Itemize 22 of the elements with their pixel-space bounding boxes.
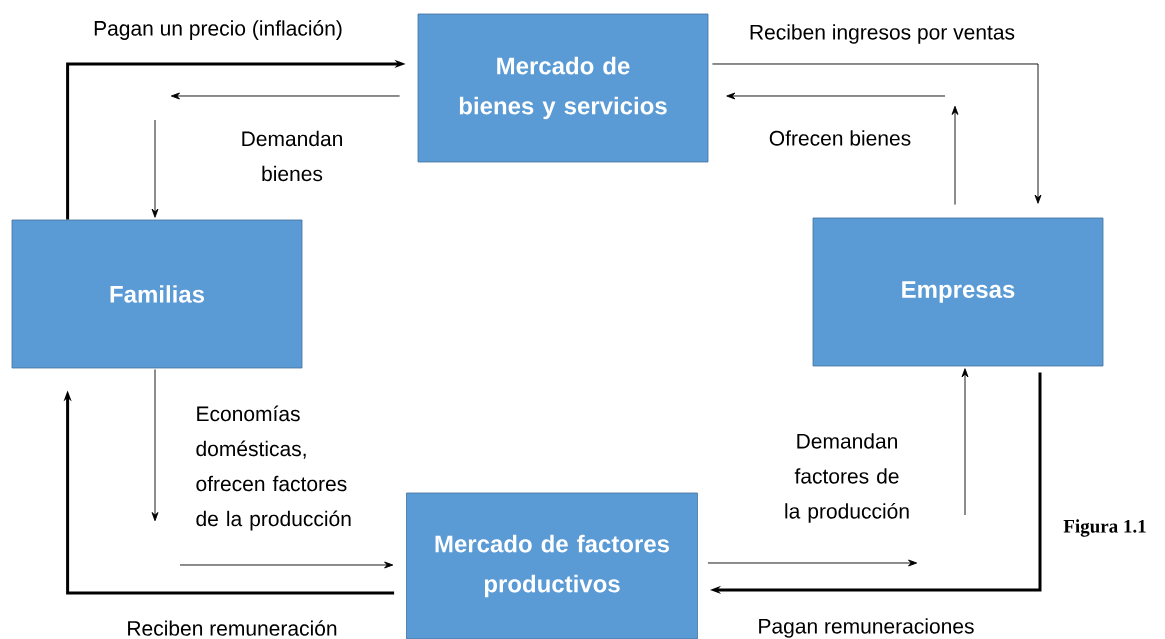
edge-label: Ofrecen bienes: [769, 130, 911, 146]
edge-label: Reciben remuneración: [128, 620, 337, 636]
market-box: Mercado de bienes y servicios: [417, 13, 709, 163]
edge-label: Economías domésticas, ofrecen factores de la producción: [196, 405, 351, 531]
market-box: Mercado de factores productivos: [406, 492, 698, 639]
market-box: Familias: [11, 219, 303, 369]
edge-label: Demandan bienes: [242, 130, 342, 182]
arrow: [961, 368, 969, 516]
arrow: [151, 368, 159, 522]
arrow: [707, 559, 918, 567]
arrow: [711, 63, 1042, 204]
arrow: [726, 92, 946, 100]
arrow: [170, 92, 401, 100]
edge-label: Reciben ingresos por ventas: [750, 24, 1015, 44]
edge-label: Demandan factores de la producción: [785, 433, 909, 523]
arrow: [951, 105, 959, 206]
edge-label: Pagan remuneraciones: [759, 618, 974, 638]
arrow: [179, 561, 394, 569]
market-box: Empresas: [812, 217, 1104, 367]
arrow: [151, 119, 159, 218]
edge-label: Pagan un precio (inflación): [94, 20, 342, 40]
figure-number: Figura 1.1: [1063, 519, 1146, 537]
